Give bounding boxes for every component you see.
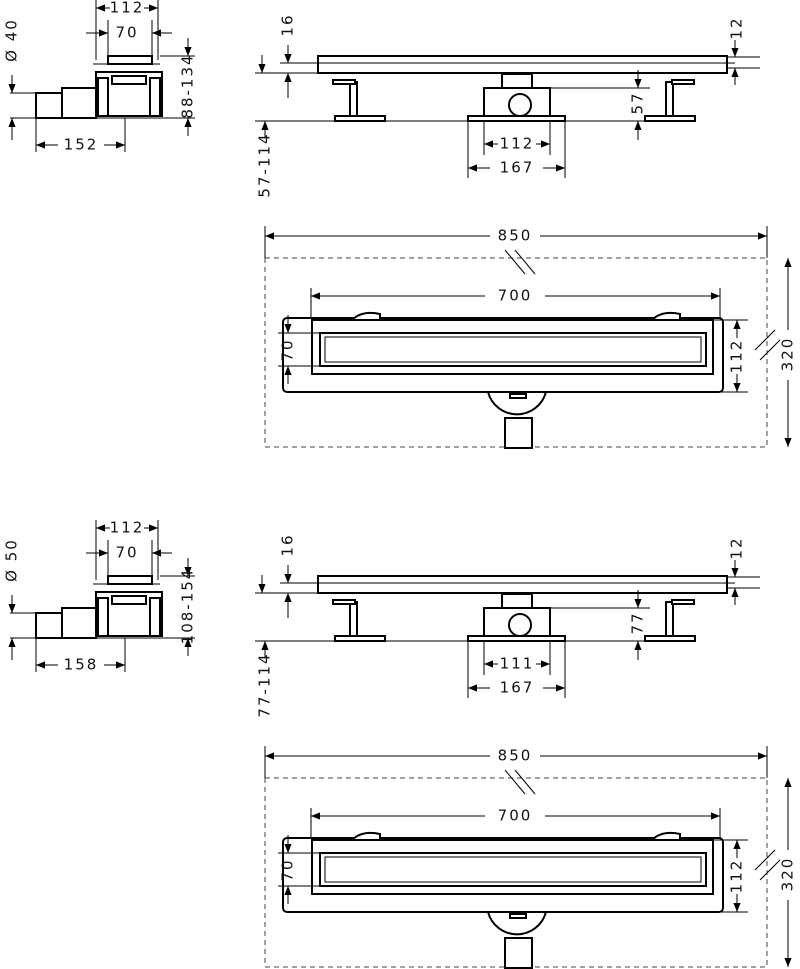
break-mark: [504, 769, 526, 795]
leg-left: [349, 601, 358, 639]
dim-grate-width: 70: [279, 338, 297, 361]
lever-right: [671, 79, 695, 85]
dim-cover-offset: 16: [279, 13, 297, 36]
leg-right: [149, 597, 161, 637]
outlet-bowl: [487, 391, 547, 416]
dim-width-outer: 112: [110, 519, 145, 537]
break-mark: [754, 329, 776, 351]
dim-width-inner: 70: [115, 544, 138, 562]
clip-right: [649, 831, 681, 841]
grate-inner: [324, 336, 702, 363]
dim-width-inner: 70: [115, 24, 138, 42]
dim-channel-width: 112: [728, 339, 746, 374]
dim-box-inner: 112: [500, 135, 535, 153]
outlet-pipe: [35, 612, 63, 639]
dim-overall-length: 850: [498, 227, 533, 245]
dim-overall-width: 320: [779, 337, 797, 372]
lever-left: [332, 79, 356, 85]
dim-height-range: 57-114: [256, 132, 274, 197]
body-insert: [111, 75, 147, 85]
grate-top: [107, 55, 153, 65]
outlet-pipe: [35, 92, 63, 119]
cover-frame: [317, 575, 728, 594]
dim-cover-offset: 16: [279, 533, 297, 556]
foot-right: [644, 115, 696, 122]
grate-inner: [324, 856, 702, 883]
dim-diameter: Ø 40: [3, 18, 21, 62]
dim-overall-width: 320: [779, 857, 797, 892]
dim-box-inner: 111: [500, 655, 535, 673]
leg-left: [97, 77, 109, 117]
dim-height-range: 77-114: [256, 652, 274, 717]
break-mark: [759, 339, 781, 361]
drainage-set-2: 112 70 Ø 50 108-154 158 16 12 77 77-114 111 167 850…: [3, 519, 797, 969]
side-view: 112 70 Ø 40 88-134 152: [3, 0, 197, 154]
dim-height-range: 108-154: [179, 568, 197, 645]
dim-box-outer: 167: [500, 159, 535, 177]
connector: [61, 607, 97, 639]
dim-grate-width: 70: [279, 858, 297, 881]
leg-left: [349, 81, 358, 119]
break-mark: [759, 859, 781, 881]
break-mark: [514, 769, 536, 795]
leg-right: [665, 601, 674, 639]
clip-left: [349, 311, 381, 321]
dim-channel-width: 112: [728, 859, 746, 894]
break-mark: [754, 849, 776, 871]
drainage-set-1: 112 70 Ø 40 88-134 152 16 12 57 57-114 112 167 850 7…: [3, 0, 797, 449]
plan-view: 850 700 70 112 320: [264, 746, 797, 969]
grate: [319, 852, 707, 887]
foot-left: [334, 115, 386, 122]
dim-length: 158: [64, 656, 99, 674]
grate-top: [107, 575, 153, 585]
leg-right: [149, 77, 161, 117]
outlet-bowl: [487, 911, 547, 936]
lever-left: [332, 599, 356, 605]
leg-left: [97, 597, 109, 637]
dim-diameter: Ø 50: [3, 538, 21, 582]
base-plate: [467, 635, 566, 642]
elevation-view: 16 12 77 77-114 111 167: [255, 533, 760, 718]
side-view: 112 70 Ø 50 108-154 158: [3, 519, 197, 674]
connector: [61, 87, 97, 119]
break-mark: [514, 249, 536, 275]
dim-outlet-height: 77: [629, 611, 647, 634]
clip-left: [349, 831, 381, 841]
elevation-view: 16 12 57 57-114 112 167: [255, 13, 760, 198]
dim-outlet-height: 57: [629, 91, 647, 114]
grate: [319, 332, 707, 367]
outlet-pipe: [504, 937, 533, 969]
leg-right: [665, 81, 674, 119]
break-mark: [504, 249, 526, 275]
dim-channel-length: 700: [498, 807, 533, 825]
logo-badge: [509, 393, 527, 399]
foot-left: [334, 635, 386, 642]
foot-right: [644, 635, 696, 642]
dim-overall-length: 850: [498, 747, 533, 765]
dim-box-outer: 167: [500, 679, 535, 697]
lever-right: [671, 599, 695, 605]
outlet-circle: [508, 613, 532, 637]
dim-cover-thickness: 12: [728, 536, 746, 559]
stem: [501, 73, 533, 89]
dim-cover-thickness: 12: [728, 16, 746, 39]
dim-channel-length: 700: [498, 287, 533, 305]
plan-view: 850 700 70 112 320: [264, 226, 797, 449]
base-plate: [467, 115, 566, 122]
body-insert: [111, 595, 147, 605]
dim-length: 152: [64, 136, 99, 154]
outlet-circle: [508, 93, 532, 117]
dim-width-outer: 112: [110, 0, 145, 17]
dim-height-range: 88-134: [179, 53, 197, 118]
clip-right: [649, 311, 681, 321]
stem: [501, 593, 533, 609]
outlet-pipe: [504, 417, 533, 449]
logo-badge: [509, 913, 527, 919]
cover-frame: [317, 55, 728, 74]
